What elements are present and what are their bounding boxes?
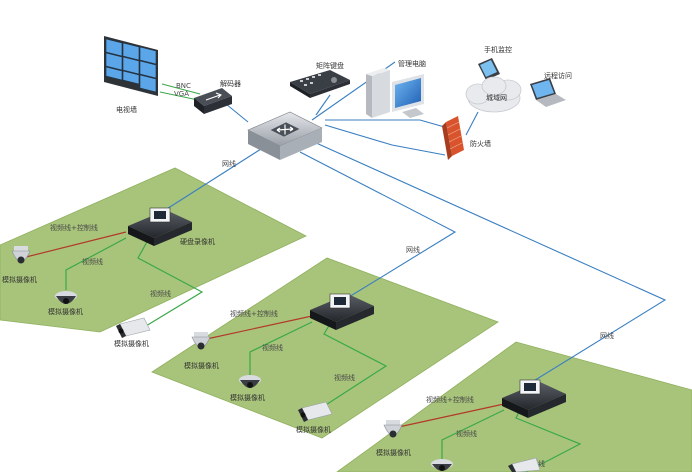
floor-area-2 (151, 257, 499, 439)
remote-access: 远程访问 (530, 71, 572, 107)
network-cable-label-2: 网线 (406, 245, 420, 254)
camera-floor-1-dome-a: 模拟摄像机 (2, 246, 37, 284)
camera-floor-2-bullet: 模拟摄像机 (296, 401, 333, 434)
dome-camera-icon (431, 459, 453, 471)
floor-2-video-label-2: 视频线 (334, 373, 355, 382)
video-wall-cables (159, 83, 201, 101)
floor-2-video-label-1: 视频线 (262, 343, 283, 352)
camera-floor-1-bullet: 模拟摄像机 (114, 317, 151, 348)
bullet-camera-icon (298, 401, 333, 422)
floor-1-wiring (21, 231, 204, 333)
dvr-floor-2 (310, 293, 374, 330)
dome-camera-icon (383, 420, 403, 438)
network-switch (247, 111, 323, 160)
camera-label: 模拟摄像机 (230, 393, 265, 402)
camera-floor-2-dome-b: 模拟摄像机 (230, 375, 265, 402)
mobile-monitor: 手机监控 (478, 45, 512, 80)
camera-floor-3-dome-b (431, 459, 453, 471)
camera-label: 模拟摄像机 (296, 425, 331, 434)
floor-3-wiring (393, 403, 582, 472)
camera-label: 模拟摄像机 (376, 448, 411, 457)
cloud-icon (465, 76, 522, 113)
vga-cable-label: VGA (174, 90, 189, 98)
dome-camera-icon (55, 291, 77, 304)
desktop-pc-icon (366, 68, 424, 118)
floor-1-video-control-label: 视频线+控制线 (50, 223, 98, 232)
bullet-camera-icon (116, 317, 151, 338)
network-switch-icon (270, 122, 300, 137)
matrix-keyboard-label: 矩阵键盘 (316, 61, 344, 70)
floor-2-wiring (201, 315, 388, 411)
camera-floor-3-bullet (508, 457, 541, 472)
mobile-monitor-label: 手机监控 (484, 45, 512, 54)
video-wall-label: 电视墙 (116, 105, 137, 114)
dvr-floor-3 (502, 379, 566, 418)
camera-label: 模拟摄像机 (48, 307, 83, 316)
firewall-icon (442, 116, 464, 160)
camera-label: 模拟摄像机 (114, 339, 149, 348)
firewall-label: 防火墙 (470, 139, 491, 148)
video-wall: 电视墙 (104, 36, 158, 114)
floor-3-video-label-1: 视频线 (456, 429, 477, 438)
network-cable-label-3: 网线 (600, 331, 614, 340)
network-cable-label-1: 网线 (222, 159, 236, 168)
dome-camera-icon (191, 332, 211, 350)
dvr-icon (310, 293, 374, 330)
wan-cloud: 城域网 (465, 76, 522, 113)
camera-label: 模拟摄像机 (184, 361, 219, 370)
floor-1-video-label-2: 视频线 (150, 289, 171, 298)
joystick-icon (331, 77, 337, 83)
dvr-icon (128, 207, 192, 246)
dome-camera-icon (11, 246, 31, 264)
camera-floor-1-dome-b: 模拟摄像机 (48, 291, 83, 316)
dvr-floor-1-label: 硬盘录像机 (180, 237, 215, 246)
firewall: 防火墙 (442, 116, 491, 160)
management-pc: 管理电脑 (366, 59, 426, 118)
camera-floor-2-dome-a: 模拟摄像机 (184, 332, 219, 370)
bullet-camera-icon (508, 457, 541, 472)
floor-1-video-label-1: 视频线 (82, 257, 103, 266)
wan-label: 城域网 (486, 93, 507, 102)
floor-area-1 (0, 167, 307, 333)
camera-label: 模拟摄像机 (2, 275, 37, 284)
floor-3-video-control-label: 视频线+控制线 (426, 395, 474, 404)
remote-access-label: 远程访问 (544, 71, 572, 80)
decoder-arrow-icon (205, 92, 222, 101)
matrix-keyboard: 矩阵键盘 (290, 61, 350, 98)
bnc-cable-label: BNC (176, 82, 191, 90)
floor-2-video-control-label: 视频线+控制线 (230, 309, 278, 318)
laptop-icon (530, 78, 566, 107)
dvr-floor-1: 硬盘录像机 (128, 207, 215, 246)
dvr-icon (502, 379, 566, 418)
camera-floor-3-dome-a: 模拟摄像机 (376, 420, 411, 457)
dome-camera-icon (239, 375, 261, 388)
management-pc-label: 管理电脑 (398, 59, 426, 68)
decoder: 解码器 (194, 79, 241, 114)
phone-icon (478, 58, 500, 80)
decoder-label: 解码器 (220, 79, 241, 88)
